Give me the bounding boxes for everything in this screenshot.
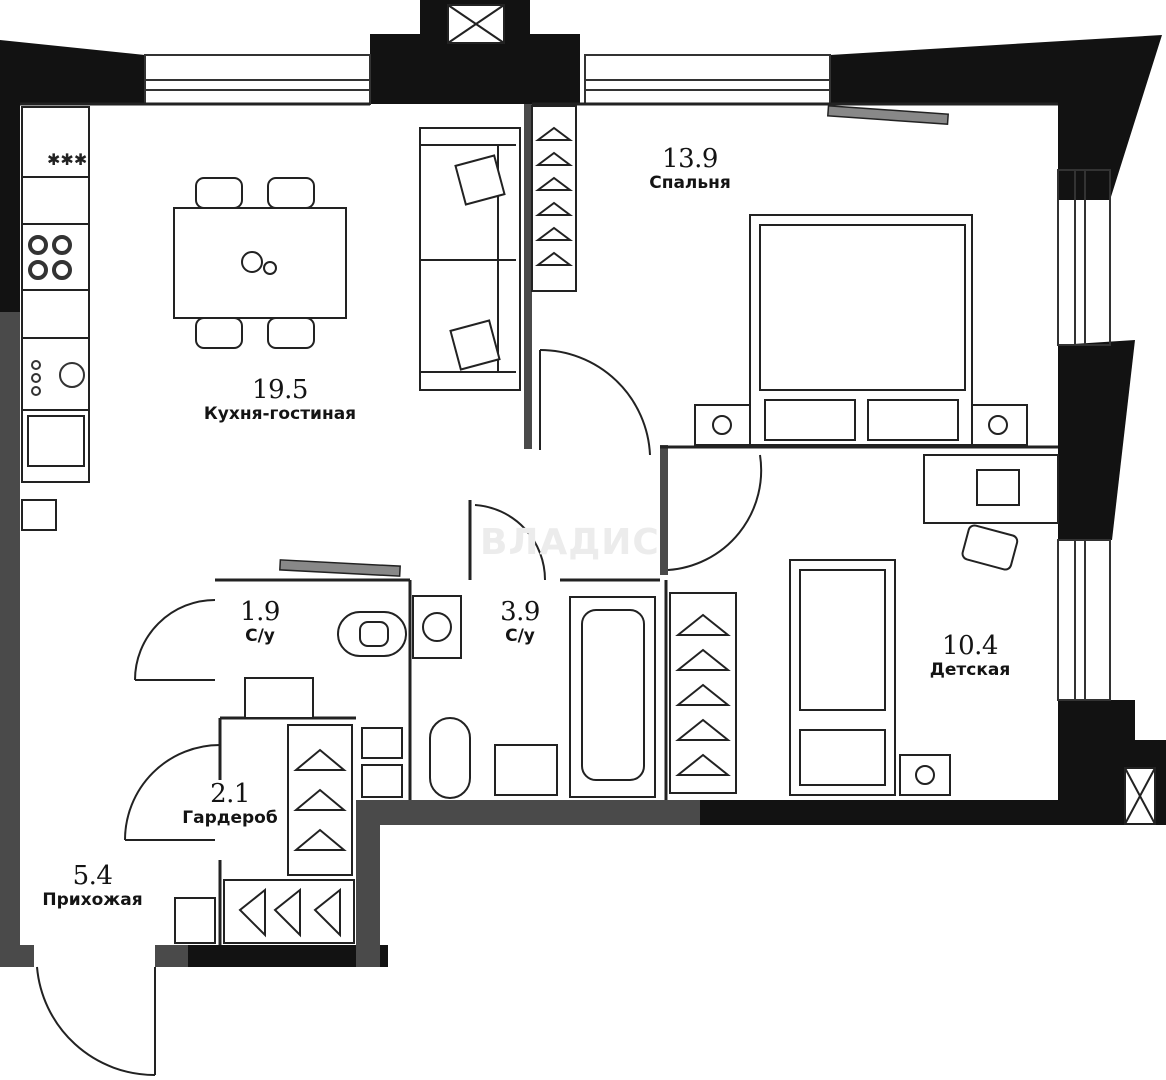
interior-lines: [20, 102, 1058, 945]
room-area: 3.9: [500, 597, 540, 627]
sink-icon: [31, 360, 85, 396]
radiator-icon: [279, 105, 950, 577]
fridge-icon: ✱✱✱: [47, 150, 87, 169]
room-area: 10.4: [942, 631, 998, 661]
single-bed-icon: [789, 559, 951, 796]
room-label-wardrobe: 2.1 Гардероб: [160, 780, 300, 828]
watermark: ВЛАДИС: [480, 522, 660, 563]
room-area: 13.9: [662, 144, 718, 174]
room-label-kids-room: 10.4 Детская: [895, 632, 1045, 680]
room-area: 1.9: [240, 597, 280, 627]
room-name: Кухня-гостиная: [203, 404, 357, 424]
room-name: Спальня: [649, 173, 731, 193]
double-bed-icon: [694, 214, 1028, 446]
kitchen-counter: [21, 106, 90, 531]
door-swings: [36, 348, 763, 1077]
room-label-wc-small: 1.9 С/у: [230, 598, 290, 646]
room-label-wc-large: 3.9 С/у: [485, 598, 555, 646]
room-label-hallway: 5.4 Прихожая: [20, 862, 165, 910]
bathroom-fixtures: [244, 595, 656, 799]
room-name: Гардероб: [182, 808, 278, 828]
room-label-kitchen-living: 19.5 Кухня-гостиная: [160, 376, 400, 424]
room-name: Детская: [929, 660, 1011, 680]
ventilation-shaft-icon: [447, 4, 1156, 825]
room-label-bedroom: 13.9 Спальня: [610, 145, 770, 193]
dining-table-icon: [173, 177, 347, 349]
room-name: С/у: [245, 626, 275, 646]
room-area: 2.1: [210, 779, 250, 809]
room-area: 19.5: [252, 375, 308, 405]
partition-walls: [0, 104, 700, 967]
room-name: Прихожая: [42, 890, 143, 910]
exterior-walls: [0, 0, 1166, 967]
room-area: 5.4: [72, 861, 113, 891]
stove-icon: [28, 235, 72, 280]
desk-icon: [923, 454, 1059, 571]
room-name: С/у: [505, 626, 535, 646]
wardrobe-hangers-icon: [174, 105, 737, 944]
sofa-icon: [419, 127, 521, 391]
